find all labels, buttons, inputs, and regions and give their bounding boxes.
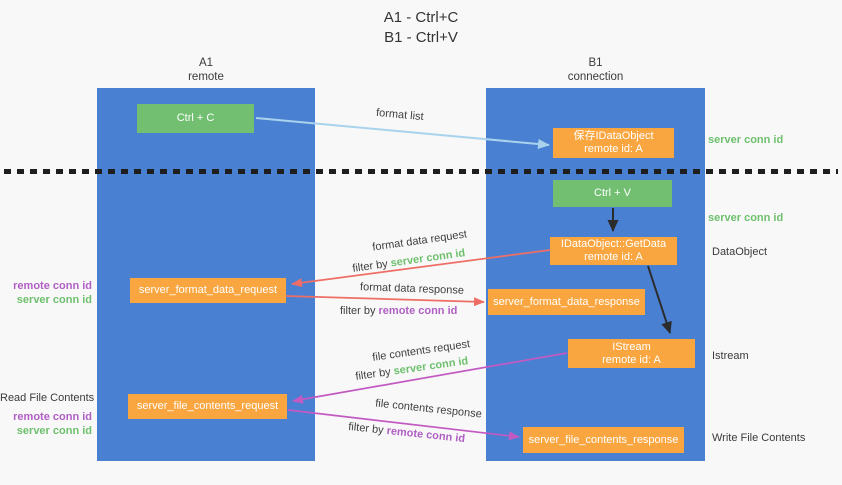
filter-remote-conn-id: remote conn id: [378, 305, 458, 317]
node-ctrl-c: Ctrl + C: [137, 104, 254, 133]
node-ctrl-v-label: Ctrl + V: [594, 187, 631, 199]
label-write-file-contents: Write File Contents: [712, 432, 806, 444]
edge-label-filter-remote-conn-1: filter by remote conn id: [340, 305, 457, 317]
diagram-title: A1 - Ctrl+C B1 - Ctrl+V: [300, 8, 542, 48]
edge-label-filter-remote-conn-2: filter by remote conn id: [348, 421, 466, 445]
filter-prefix: filter by: [340, 305, 379, 317]
edge-label-format-data-response: format data response: [359, 281, 465, 297]
node-save-idataobject-line1: 保存IDataObject: [573, 130, 654, 142]
lane-a1-role: remote: [188, 71, 224, 83]
label-server-conn-id-mid: server conn id: [708, 212, 784, 224]
filter-server-conn-id: server conn id: [389, 247, 467, 270]
node-getdata-line2: remote id: A: [584, 251, 643, 263]
filter-prefix: filter by: [351, 257, 392, 275]
node-server-format-data-request: server_format_data_request: [130, 278, 286, 303]
label-dataobject: DataObject: [712, 246, 768, 258]
node-istream-line2: remote id: A: [602, 353, 661, 366]
node-save-idataobject: 保存IDataObject remote id: A: [553, 128, 674, 158]
filter-prefix: filter by: [354, 365, 395, 383]
lane-b1-name: B1: [588, 57, 603, 69]
phase-separator-dotted-line: [4, 169, 838, 174]
arrow-format-data-response: [285, 295, 485, 307]
node-format-request-label: server_format_data_request: [138, 284, 278, 296]
label-istream: Istream: [712, 350, 749, 362]
filter-remote-conn-id: remote conn id: [385, 424, 466, 446]
node-file-response-label: server_file_contents_response: [528, 433, 679, 446]
label-server-conn-id-left-1: server conn id: [16, 294, 92, 306]
title-line-1: A1 - Ctrl+C: [383, 9, 459, 26]
node-istream: IStream remote id: A: [568, 339, 695, 368]
node-istream-line1: IStream: [612, 340, 651, 353]
lane-header-b1: B1 connection: [486, 56, 705, 84]
edge-label-format-list: format list: [375, 106, 425, 124]
node-server-format-data-response: server_format_data_response: [488, 289, 645, 315]
edge-label-file-contents-response: file contents response: [374, 397, 483, 421]
lane-b1-role: connection: [567, 71, 624, 83]
lane-header-a1: A1 remote: [97, 56, 315, 84]
node-save-idataobject-line2: remote id: A: [584, 143, 643, 155]
node-server-file-contents-request: server_file_contents_request: [128, 394, 287, 419]
node-ctrl-v: Ctrl + V: [553, 180, 672, 207]
label-server-conn-id-left-2: server conn id: [16, 425, 92, 437]
title-line-2: B1 - Ctrl+V: [384, 29, 458, 46]
filter-prefix: filter by: [347, 420, 388, 437]
node-file-request-label: server_file_contents_request: [136, 400, 279, 412]
lane-a1-name: A1: [198, 57, 214, 69]
node-ctrl-c-label: Ctrl + C: [176, 112, 215, 124]
node-idataobject-getdata: IDataObject::GetData remote id: A: [550, 237, 677, 265]
label-read-file-contents: Read File Contents: [0, 392, 95, 404]
edge-label-filter-server-conn-1: filter by server conn id: [352, 247, 466, 275]
node-getdata-line1: IDataObject::GetData: [560, 238, 667, 250]
node-format-response-label: server_format_data_response: [493, 295, 640, 308]
label-server-conn-id-top: server conn id: [708, 134, 784, 146]
node-server-file-contents-response: server_file_contents_response: [523, 427, 684, 453]
label-remote-conn-id-2: remote conn id: [13, 411, 92, 423]
label-remote-conn-id-1: remote conn id: [13, 280, 92, 292]
